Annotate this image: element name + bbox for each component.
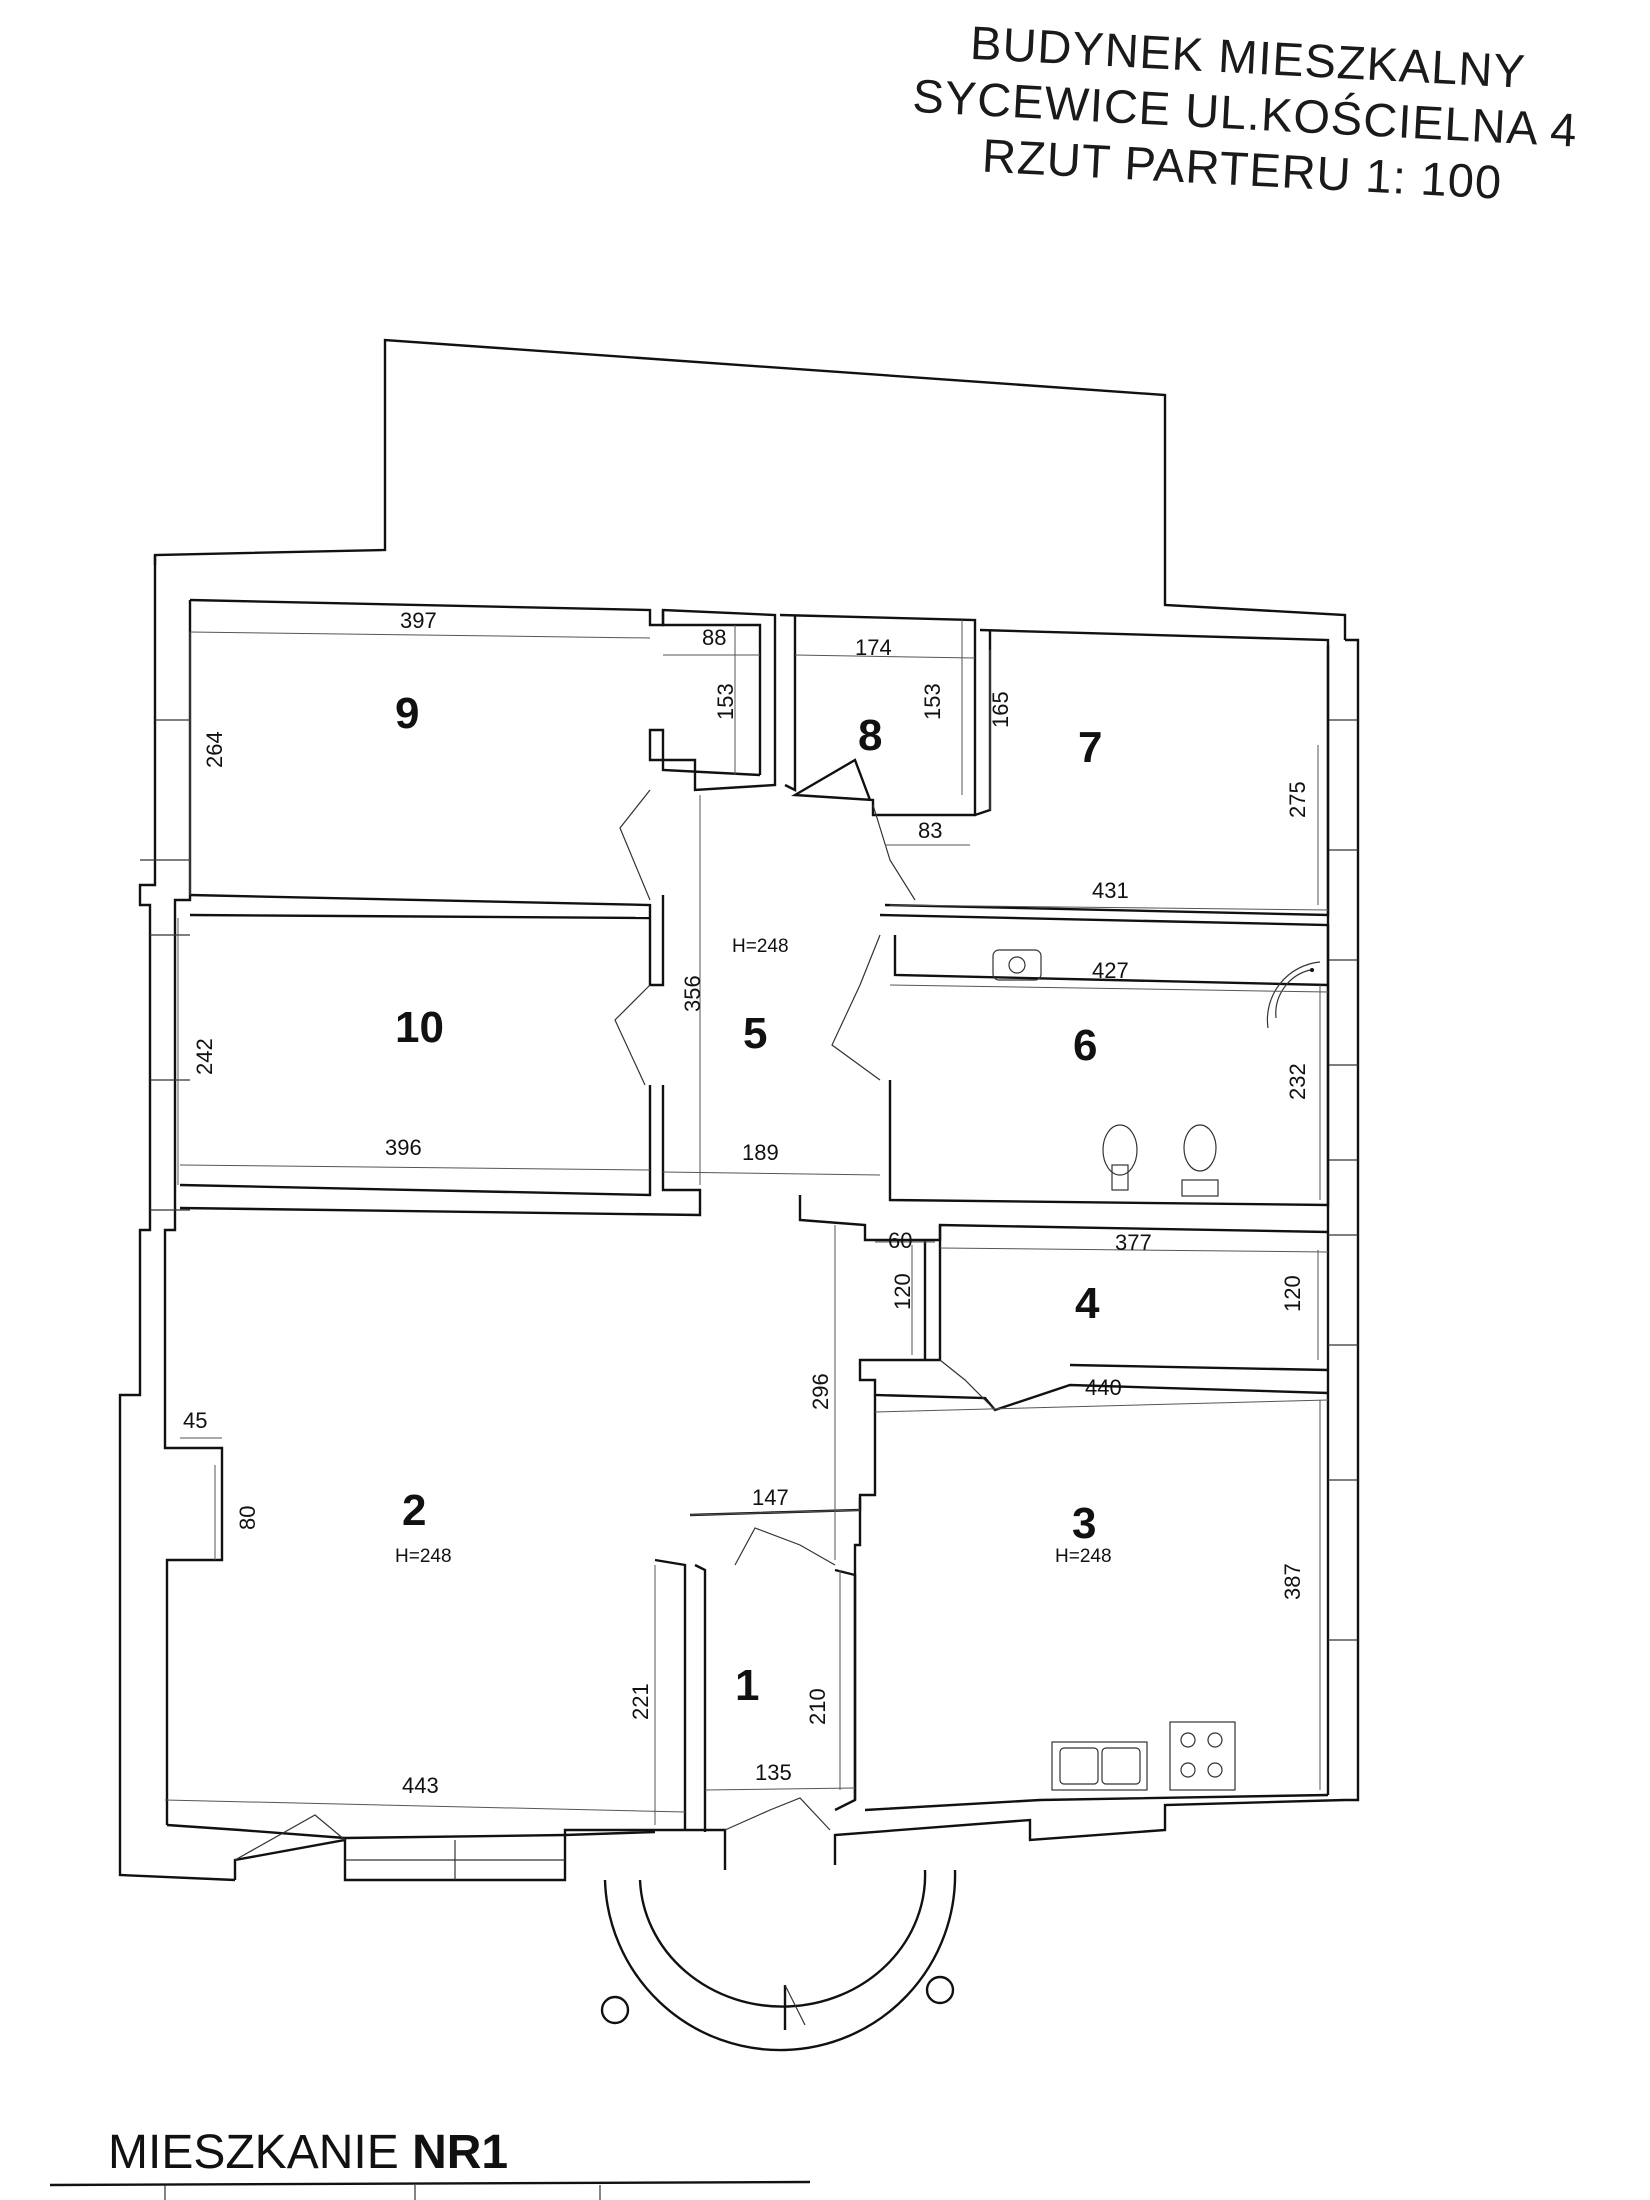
hall-left-wall [179, 1085, 702, 1217]
dim-r7-width: 431 [1092, 878, 1129, 903]
partition-9-10 [189, 893, 665, 987]
dim-r4-small-w: 60 [888, 1228, 912, 1253]
window-bottom [345, 1840, 565, 1880]
room-label-4: 4 [1075, 1279, 1100, 1328]
entrance-steps [603, 1869, 957, 2052]
door-room10 [614, 984, 651, 1086]
dim-r6-width: 427 [1092, 958, 1129, 983]
dim-r8-height: 153 [920, 683, 945, 720]
stove-icon [1169, 1721, 1236, 1791]
door-room1 [724, 1797, 831, 1831]
door-room1-inner [734, 1527, 836, 1566]
outer-wall-bottom [233, 1828, 727, 1882]
room1-right-wall [834, 1568, 857, 1812]
dim-r1-top: 147 [752, 1485, 789, 1510]
outer-wall-left [118, 555, 236, 1882]
dim-r2-bay-h: 80 [235, 1506, 260, 1530]
room6-walls [879, 913, 1330, 1207]
outer-wall-right [1345, 638, 1360, 1802]
room1-walls [694, 1563, 707, 1832]
dim-r5-height: 356 [680, 975, 705, 1012]
dim-r8-sub: 83 [918, 818, 942, 843]
room8-walls [779, 613, 977, 817]
room-label-7: 7 [1078, 723, 1102, 772]
room-label-1: 1 [735, 1661, 759, 1710]
partition-9-10-b [189, 913, 651, 920]
table-top-edge [49, 2180, 811, 2200]
room5-height: H=248 [732, 936, 789, 957]
room-label-10: 10 [395, 1003, 444, 1052]
outer-wall-bottom-right [833, 1798, 1346, 1865]
dim-r10-width: 396 [385, 1135, 422, 1160]
terrace-outline [153, 338, 1347, 640]
room7-walls [884, 628, 1330, 917]
room3-left-wall [853, 1395, 877, 1800]
room8-inner [784, 615, 797, 792]
sink-icon [992, 949, 1042, 981]
room3-height: H=248 [1055, 1546, 1112, 1567]
dim-r6-height: 232 [1285, 1063, 1310, 1100]
dim-r7-height: 275 [1285, 781, 1310, 818]
step-mark [784, 1984, 806, 2026]
room9-top-wall [189, 598, 777, 792]
apartment-prefix: MIESZKANIE [108, 2126, 413, 2179]
dim-r4-width: 377 [1115, 1230, 1152, 1255]
dim-r2-side: 221 [628, 1683, 653, 1720]
inner-wall-bottom-left [166, 1823, 656, 1840]
room4-walls [858, 1225, 1329, 1412]
inner-wall-left [163, 600, 224, 1825]
door-room9 [619, 789, 651, 901]
bidet-icon [1102, 1124, 1138, 1191]
toilet-icon [1181, 1124, 1219, 1197]
dim-r5-width: 189 [742, 1140, 779, 1165]
dim-r4-height: 120 [1280, 1275, 1305, 1312]
dim-r2-width: 443 [402, 1773, 439, 1798]
bollard-left [600, 1995, 630, 2025]
room-label-2: 2 [402, 1486, 426, 1535]
dim-r9-niche-depth: 153 [713, 683, 738, 720]
room-label-3: 3 [1072, 1499, 1096, 1548]
room1-left-wall [654, 1558, 687, 1830]
window-marks-right [1328, 719, 1358, 1641]
dim-r1-height: 210 [805, 1688, 830, 1725]
room3-top [1069, 1363, 1329, 1372]
inner-wall-bottom-right [864, 1793, 1329, 1812]
room6-inner [893, 935, 1329, 987]
dim-r10-height: 242 [192, 1038, 217, 1075]
dim-r8-width: 174 [855, 635, 892, 660]
dim-r2-bay-w: 45 [183, 1408, 207, 1433]
room10-bottom [179, 1085, 652, 1197]
bollard-right [925, 1975, 955, 2005]
dim-r3-width: 440 [1085, 1375, 1122, 1400]
apartment-label: MIESZKANIE NR1 [108, 2125, 508, 2180]
kitchen-sink-icon [1051, 1741, 1148, 1791]
dimension-lines [164, 620, 1329, 1825]
dim-corridor-height: 296 [808, 1373, 833, 1410]
door-room7 [872, 804, 916, 901]
dim-r1-width: 135 [755, 1760, 792, 1785]
room-label-5: 5 [743, 1009, 767, 1058]
door-entrance-left [234, 1814, 346, 1861]
room9-niche [661, 610, 762, 775]
window-marks-left [140, 719, 190, 1211]
room-label-8: 8 [858, 711, 882, 760]
entrance-steps-inner [638, 1869, 927, 2008]
shower-icon [1266, 961, 1321, 1029]
dim-r4-small-h: 120 [890, 1273, 915, 1310]
room-label-6: 6 [1073, 1021, 1097, 1070]
door-room6 [831, 934, 881, 1081]
dim-r3-height: 387 [1280, 1563, 1305, 1600]
dim-r9-width: 397 [400, 608, 437, 633]
room-label-9: 9 [395, 689, 419, 738]
apartment-number: NR1 [412, 2126, 509, 2179]
dim-r9-niche-width: 88 [702, 625, 726, 650]
room2-height: H=248 [395, 1546, 452, 1567]
dim-r9-height: 264 [202, 731, 227, 768]
dim-r7-depth: 165 [988, 691, 1013, 728]
door-room4 [939, 1359, 996, 1411]
